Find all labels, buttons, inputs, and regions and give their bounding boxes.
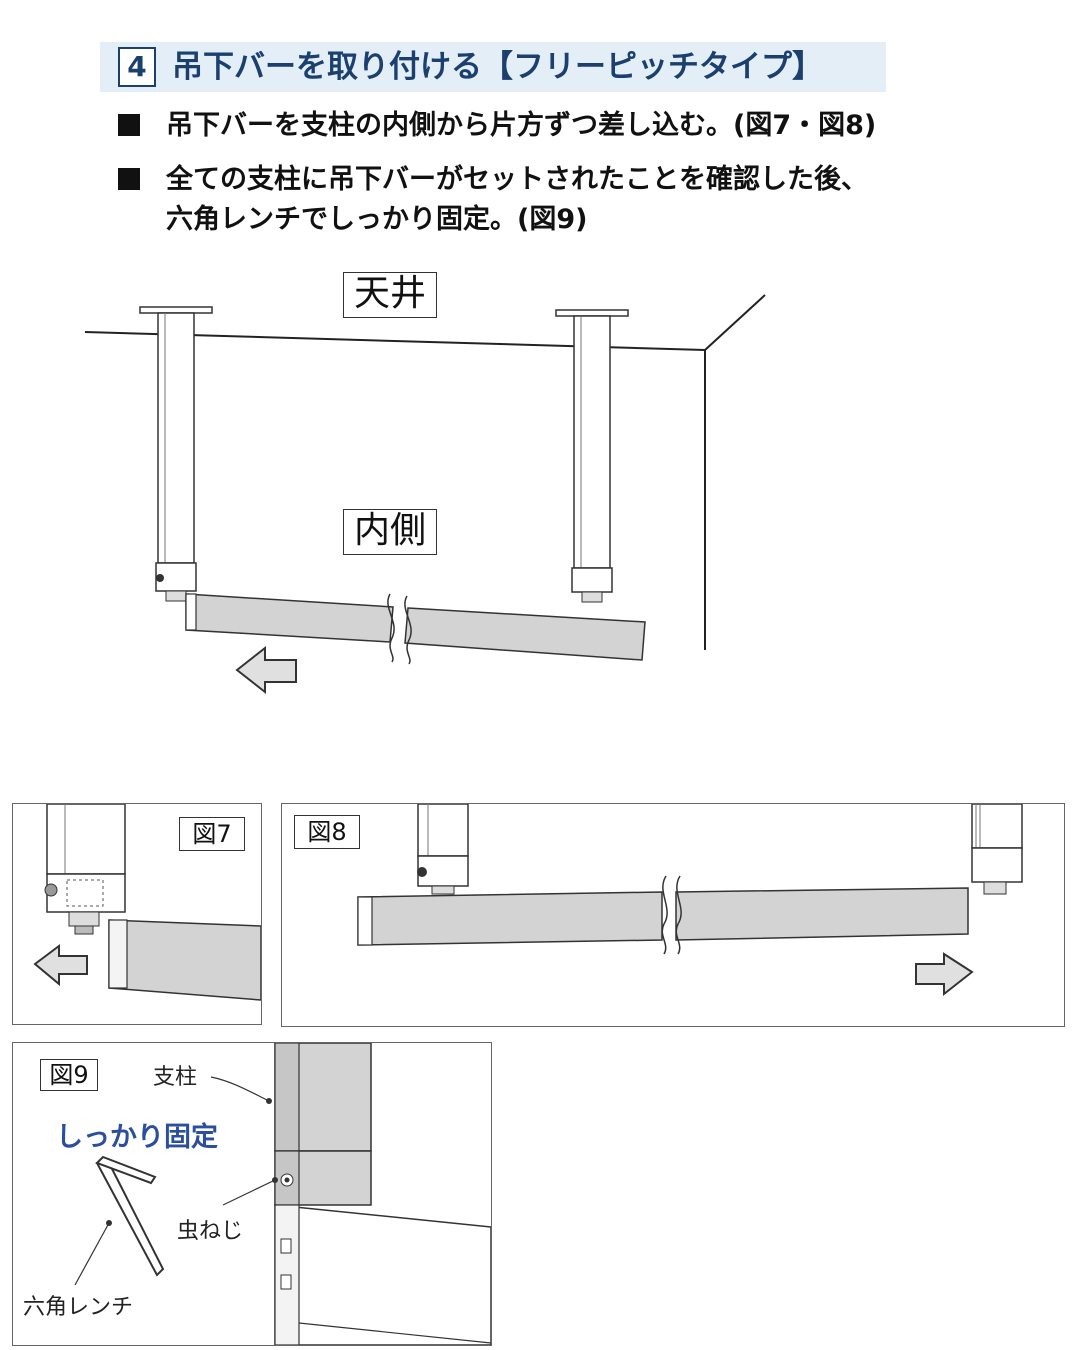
post-callout: 支柱 — [153, 1065, 198, 1090]
instruction-1: 吊下バーを支柱の内側から片方ずつ差し込む。(図7・図8) — [118, 106, 876, 146]
step-number: 4 — [118, 47, 156, 87]
figure-7-drawing — [33, 804, 261, 1001]
figure-8-drawing — [357, 804, 1023, 997]
hex-wrench-callout: 六角レンチ — [23, 1295, 134, 1320]
instruction-2-continued: 六角レンチでしっかり固定。(図9) — [166, 204, 588, 235]
figure-9-drawing — [74, 1043, 491, 1345]
left-arrow-icon — [235, 645, 297, 695]
inside-label: 内側 — [343, 509, 437, 555]
left-arrow-icon — [33, 944, 88, 987]
fix-firmly-label: しっかり固定 — [56, 1122, 218, 1153]
main-illustration — [84, 294, 766, 695]
figure-7-label: 図7 — [179, 817, 245, 851]
figure-8: 図8 — [281, 803, 1065, 1027]
instruction-1-text: 吊下バーを支柱の内側から片方ずつ差し込む。(図7・図8) — [166, 110, 877, 141]
right-arrow-icon — [915, 952, 974, 997]
set-screw-callout: 虫ねじ — [177, 1219, 244, 1244]
figure-9-label: 図9 — [40, 1059, 98, 1091]
bullet-square-icon — [118, 114, 140, 136]
figure-8-label: 図8 — [294, 815, 360, 849]
instruction-2: 全ての支柱に吊下バーがセットされたことを確認した後、 — [118, 160, 868, 200]
figure-7: 図7 — [12, 803, 262, 1025]
step-title: 吊下バーを取り付ける【フリーピッチタイプ】 — [172, 49, 823, 85]
step-header: 4 吊下バーを取り付ける【フリーピッチタイプ】 — [100, 42, 886, 92]
instruction-2-text: 全ての支柱に吊下バーがセットされたことを確認した後、 — [166, 164, 868, 195]
figure-9: 図9 支柱 しっかり固定 虫ねじ 六角レンチ — [12, 1042, 492, 1346]
bullet-square-icon — [118, 168, 140, 190]
ceiling-label: 天井 — [343, 272, 437, 318]
